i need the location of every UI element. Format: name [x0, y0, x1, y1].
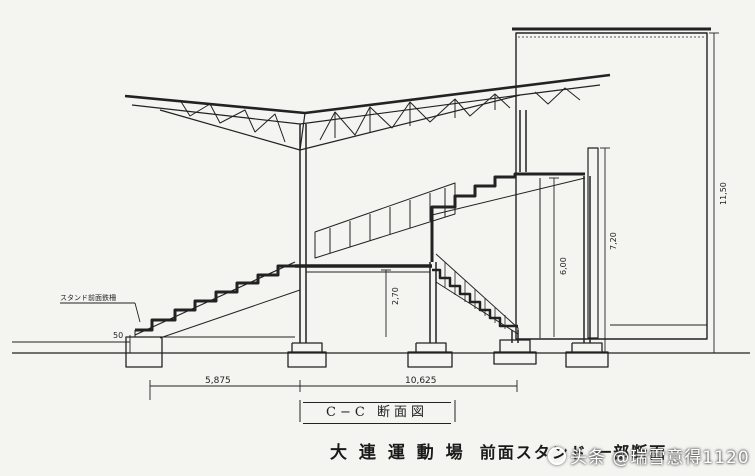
lower-stand-steps — [135, 264, 295, 332]
watermark: 头条 @瑞雪意得1120 — [548, 443, 750, 468]
dimension-lines — [60, 32, 719, 400]
watermark-text: 头条 @瑞雪意得1120 — [570, 448, 750, 468]
columns — [299, 110, 591, 343]
rear-stair — [432, 253, 519, 335]
dim-height-total: 11,50 — [719, 182, 728, 205]
level-50-label: 50 — [113, 331, 123, 340]
drawing-title: 大 連 運 動 場前面スタンド 一部断面 — [330, 438, 667, 463]
dim-height-landing: 2,70 — [391, 287, 400, 305]
tower-building — [512, 27, 711, 340]
title-main: 大 連 運 動 場 — [330, 443, 466, 463]
title-sub: 前面スタンド 一部断面 — [479, 443, 668, 462]
dim-span-5875: 5,875 — [205, 376, 231, 386]
dim-height-upper-stand: 6,00 — [559, 257, 568, 275]
foundations — [125, 336, 609, 368]
railing-label: スタンド前面鉄柵 — [60, 293, 116, 302]
upper-handrail — [314, 182, 456, 259]
dim-span-10625: 10,625 — [405, 376, 437, 386]
roof-truss — [124, 73, 611, 151]
dim-height-tower-stair: 7,20 — [609, 232, 618, 250]
section-caption: C−C 断面図 — [303, 402, 451, 424]
watermark-logo-icon — [548, 447, 566, 465]
upper-stand-steps — [430, 172, 585, 262]
